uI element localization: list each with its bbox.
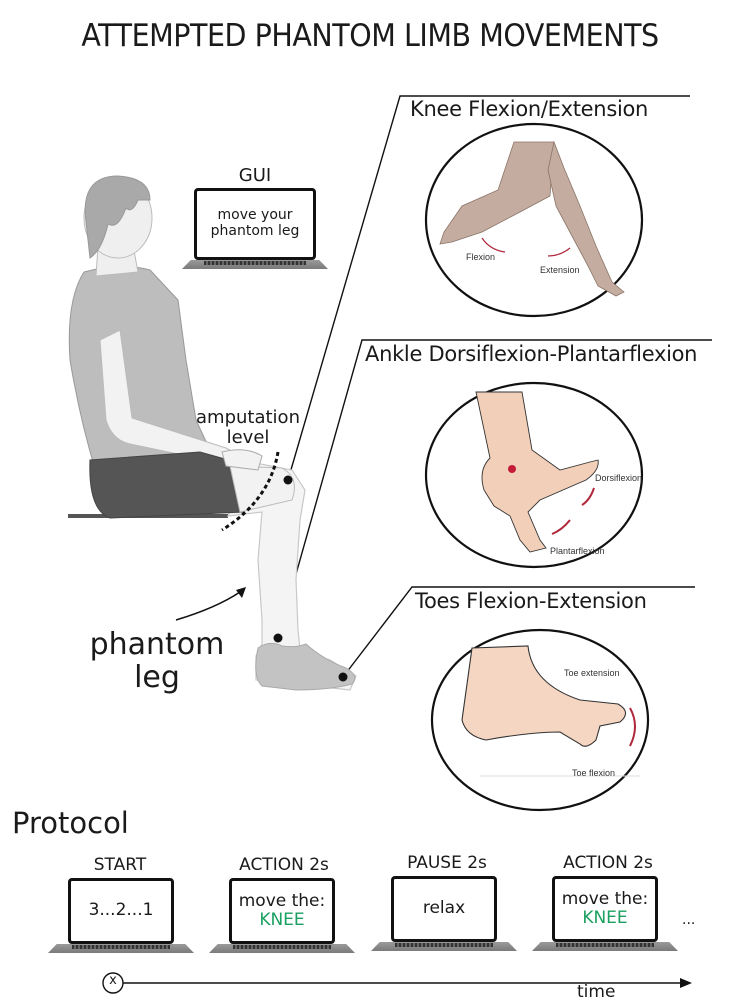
laptop-screen: 3...2...1 <box>68 878 174 944</box>
start-marker-label: x <box>109 973 117 988</box>
ankle-callout-line <box>277 339 712 639</box>
page-title: ATTEMPTED PHANTOM LIMB MOVEMENTS <box>81 18 659 54</box>
laptop-screen: move the: KNEE <box>229 878 335 944</box>
ankle-marker-dot <box>508 465 516 473</box>
knee-arrows <box>481 237 571 257</box>
screen-text-knee: KNEE <box>582 908 628 928</box>
gui-laptop: move your phantom leg <box>182 188 328 274</box>
toe-illustration <box>461 645 627 747</box>
toe-arrow <box>629 707 636 747</box>
protocol-title: Protocol <box>12 806 129 840</box>
timeline-arrowhead <box>680 978 692 988</box>
toe-extension-label: Toe extension <box>564 668 620 678</box>
seated-person-figure <box>68 175 357 691</box>
plantarflexion-label: Plantarflexion <box>550 546 605 556</box>
amputation-level-label: amputation level <box>196 407 300 448</box>
ankle-panel-circle <box>424 381 644 569</box>
screen-text: 3...2...1 <box>88 900 154 921</box>
toe-flexion-label: Toe flexion <box>572 768 616 778</box>
phantom-shoe <box>255 642 356 691</box>
step-label-pause: PAUSE 2s <box>407 853 487 873</box>
toe-panel-circle <box>430 628 650 812</box>
flexion-label: Flexion <box>466 252 496 262</box>
protocol-laptop-action-1: move the: KNEE <box>209 878 355 960</box>
hair <box>84 175 151 259</box>
protocol-laptop-action-2: move the: KNEE <box>532 876 678 958</box>
toe-dot <box>338 672 348 682</box>
callout-lines <box>277 95 712 678</box>
protocol-laptop-start: 3...2...1 <box>48 878 194 960</box>
ankle-dot <box>273 633 283 643</box>
amputation-level-marker <box>221 451 280 532</box>
laptop-screen: relax <box>391 876 497 942</box>
ankle-illustration <box>475 391 599 553</box>
dorsiflexion-label: Dorsiflexion <box>595 473 643 483</box>
knee-panel-circle <box>424 122 644 318</box>
step-label-action-2: ACTION 2s <box>563 853 653 873</box>
gui-screen-text-2: phantom leg <box>210 223 300 239</box>
gui-label: GUI <box>238 165 272 186</box>
phantom-arrow <box>175 591 241 621</box>
hand <box>221 449 263 471</box>
ankle-arrows <box>551 487 595 535</box>
toe-panel-title: Toes Flexion-Extension <box>415 589 647 613</box>
gui-screen: move your phantom leg <box>194 188 316 260</box>
knee-callout-line <box>287 95 690 481</box>
screen-text: move the: <box>561 888 649 909</box>
toe-callout-line <box>342 586 695 678</box>
ankle-panel-title: Ankle Dorsiflexion-Plantarflexion <box>365 342 698 366</box>
phantom-leg-label: phantom leg <box>89 627 225 695</box>
laptop-screen: move the: KNEE <box>552 876 658 942</box>
knee-illustration <box>439 140 625 297</box>
protocol-laptop-pause: relax <box>371 876 517 958</box>
screen-text: relax <box>422 898 466 919</box>
screen-text-knee: KNEE <box>259 910 305 930</box>
step-label-action-1: ACTION 2s <box>239 855 329 875</box>
knee-panel-title: Knee Flexion/Extension <box>410 97 649 121</box>
extension-label: Extension <box>540 265 580 275</box>
laptop-keyboard <box>204 261 306 265</box>
knee-dot <box>283 475 293 485</box>
time-axis-label: time <box>577 982 616 1002</box>
screen-text: move the: <box>238 890 326 911</box>
step-label-start: START <box>93 855 147 875</box>
gui-screen-text-1: move your <box>217 207 293 224</box>
continuation-ellipsis: ... <box>682 912 696 928</box>
